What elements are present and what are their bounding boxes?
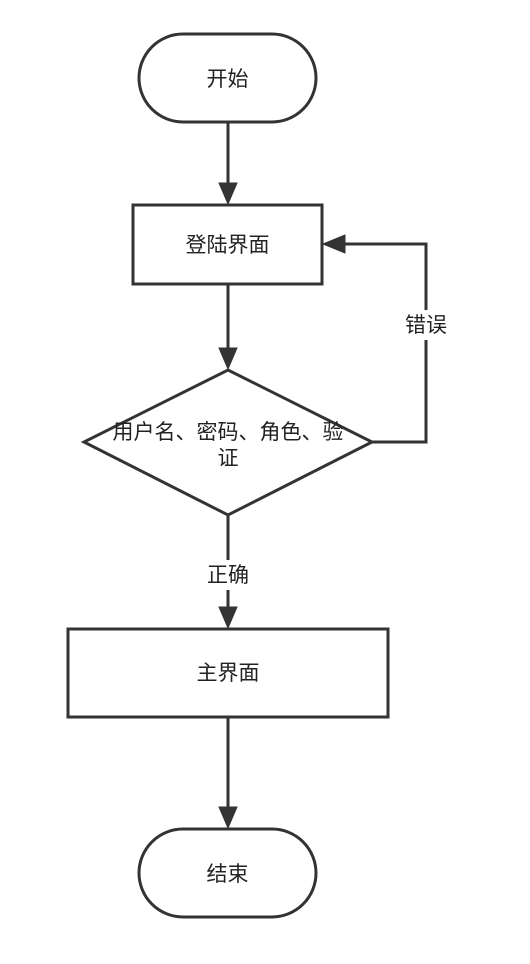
arrowhead: [218, 347, 238, 371]
end-label: 结束: [207, 862, 249, 886]
edge-login-to-verify: [218, 285, 238, 371]
arrowhead: [218, 806, 238, 830]
error-edge-label: 错误: [405, 313, 447, 337]
start-node: 开始: [137, 32, 318, 124]
arrowhead: [321, 234, 346, 254]
verify-label-line1: 用户名、密码、角色、验: [113, 420, 344, 444]
edge-verify-error-to-login: 错误: [321, 234, 451, 444]
correct-edge-label: 正确: [207, 563, 249, 587]
main-node: 主界面: [66, 627, 390, 719]
edge-main-to-end: [218, 718, 238, 830]
login-label: 登陆界面: [186, 233, 270, 257]
arrowhead: [218, 606, 238, 630]
start-label: 开始: [207, 67, 249, 91]
edge-start-to-login: [218, 123, 238, 206]
verify-decision-node: 用户名、密码、角色、验 证: [80, 368, 376, 517]
login-node: 登陆界面: [131, 203, 324, 286]
verify-label-line2: 证: [218, 446, 239, 470]
edge-verify-correct-to-main: 正确: [203, 516, 253, 630]
main-label: 主界面: [197, 661, 260, 685]
arrowhead: [218, 182, 238, 206]
end-node: 结束: [137, 827, 318, 919]
